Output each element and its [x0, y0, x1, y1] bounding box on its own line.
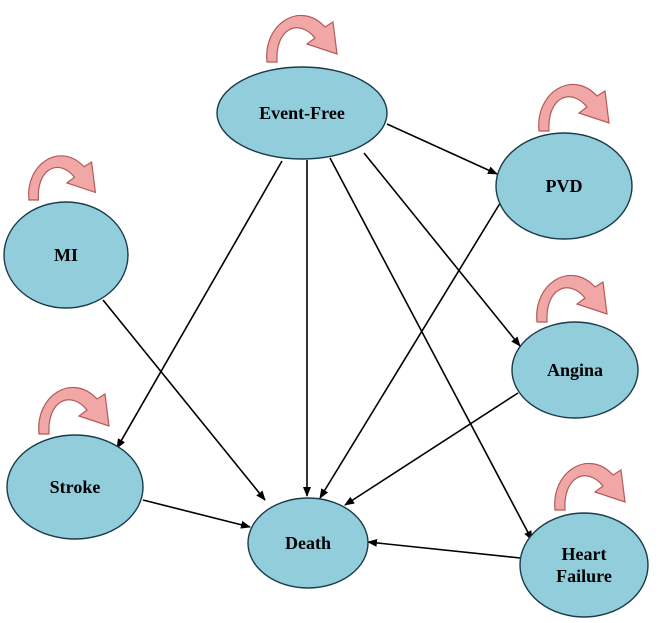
node-death: Death: [247, 497, 369, 589]
node-pvd-ellipse: [495, 132, 633, 240]
node-heart-failure-label: Heart: [562, 544, 607, 564]
self-loop-stroke-icon: [38, 386, 110, 435]
node-death-label: Death: [285, 533, 331, 553]
node-event-free: Event-Free: [216, 66, 388, 160]
arrow-stroke-to-death: [142, 499, 251, 529]
node-angina-ellipse: [511, 321, 639, 419]
node-death-ellipse: [247, 497, 369, 589]
arrow-mi-to-death: [102, 299, 266, 501]
self-loop-angina-icon: [536, 274, 608, 323]
self-loop-pvd-icon: [538, 83, 610, 132]
arrow-heart-failure-to-death: [367, 538, 521, 559]
node-pvd: PVD: [495, 132, 633, 240]
self-loop-event-free-icon: [266, 14, 338, 63]
node-mi-ellipse: [3, 201, 129, 309]
node-event-free-label: Event-Free: [259, 103, 345, 123]
self-loop-mi-icon: [28, 155, 97, 201]
transition-arrows: [102, 123, 533, 559]
arrow-angina-to-death: [344, 392, 519, 506]
arrow-pvd-to-death: [319, 199, 503, 499]
arrow-event-free-to-heart-failure: [329, 157, 533, 541]
node-stroke: Stroke: [6, 434, 144, 540]
node-mi: MI: [3, 201, 129, 309]
node-mi-label: MI: [54, 245, 78, 265]
node-heart-failure-ellipse: [519, 512, 649, 618]
node-event-free-ellipse: [216, 66, 388, 160]
self-loop-arrows: [28, 14, 626, 511]
state-nodes: Event-FreePVDMIAnginaStrokeDeathHeartFai…: [3, 66, 649, 618]
node-angina-label: Angina: [547, 360, 603, 380]
self-loop-heart-failure-icon: [554, 462, 626, 511]
arrow-event-free-to-angina: [363, 152, 521, 347]
node-stroke-label: Stroke: [50, 477, 101, 497]
node-stroke-ellipse: [6, 434, 144, 540]
node-heart-failure-label: Failure: [556, 566, 612, 586]
arrow-event-free-to-pvd: [386, 123, 498, 175]
node-angina: Angina: [511, 321, 639, 419]
arrow-event-free-to-stroke: [116, 160, 283, 449]
node-pvd-label: PVD: [546, 176, 583, 196]
